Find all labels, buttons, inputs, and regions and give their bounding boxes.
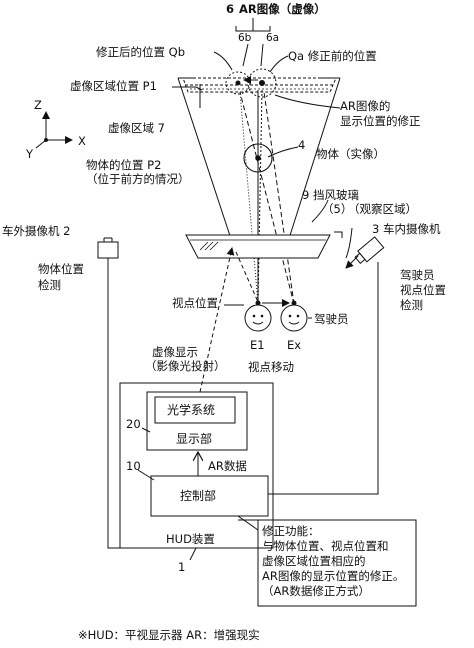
function-note-line1: 修正功能：: [262, 524, 320, 538]
leader-lines: [172, 51, 353, 259]
corrected-position-label: 修正后的位置 Qb: [96, 45, 186, 59]
sight-lines: [239, 89, 295, 305]
ar-image-qa-dot: [259, 80, 265, 86]
outer-camera-label: 车外摄像机 2: [2, 224, 71, 238]
inner-camera: [354, 236, 385, 265]
optical-system-box: [154, 396, 236, 424]
hud-number-label: 1: [178, 560, 186, 574]
controller-label: 控制部: [180, 489, 217, 503]
optical-system-label: 光学系统: [167, 403, 216, 417]
eye-e1-label: E1: [250, 338, 265, 352]
axis-x-label: X: [78, 134, 86, 148]
object-center-dot: [255, 155, 261, 161]
driver-detect-line2: 视点位置: [400, 283, 446, 297]
hud-number-leader: [189, 547, 197, 561]
label-6a: 6a: [266, 32, 280, 44]
ar-data-label: AR数据: [208, 459, 247, 473]
driver-label: 驾驶员: [314, 312, 349, 326]
viewpoint-position-label: 视点位置: [172, 296, 218, 310]
object-number-label: 4: [298, 138, 306, 152]
object-detect-line1: 物体位置: [38, 262, 84, 276]
object-detect-line2: 检测: [38, 278, 61, 292]
display-unit-box: [146, 391, 248, 451]
virtual-display-line2: （影像光投射）: [145, 359, 226, 373]
hud-device-label: HUD装置: [166, 532, 215, 546]
driver-detect-line3: 检测: [400, 298, 423, 312]
eye-ex: [280, 300, 308, 332]
controller-number-leader: [137, 469, 155, 481]
function-note-line4: AR图像的显示位置的修正。: [262, 569, 405, 583]
inner-camera-label: 3 车内摄像机: [372, 222, 441, 236]
inner-camera-arrow: [345, 255, 359, 269]
axis-z-label: Z: [34, 98, 42, 112]
hud-device-box: [119, 382, 274, 549]
label-6b: 6b: [238, 32, 252, 44]
object-real-circle: [243, 143, 273, 173]
footnote: ※HUD：平视显示器 AR：增强现实: [78, 628, 260, 642]
windshield-label-line2: （观察区域）: [348, 202, 417, 216]
object-real-label: 物体（实像）: [316, 147, 385, 161]
title-number: 6: [226, 2, 235, 16]
axes-origin: [44, 138, 48, 142]
coordinate-axes: [35, 111, 73, 149]
correction-note-line2: 显示位置的修正: [340, 114, 421, 128]
ar-image-qb-dot: [235, 80, 241, 86]
display-unit-label: 显示部: [176, 432, 213, 446]
windshield-label-line1: 9 挡风玻璃: [302, 188, 359, 202]
display-number-label: 20: [126, 417, 141, 431]
before-correction-label: Qa 修正前的位置: [288, 49, 377, 63]
display-number-leader: [141, 427, 151, 433]
driver-detect-line1: 驾驶员: [400, 268, 435, 282]
virtual-area-label: 虚像区域 7: [108, 121, 165, 135]
title-text: AR图像（虚像）: [239, 2, 326, 16]
windshield: [185, 234, 331, 259]
function-note-line3: 虚像区域位置相应的: [262, 554, 366, 568]
reflection-line: [235, 251, 259, 303]
inner-camera-line: [268, 262, 379, 495]
controller-box: [150, 475, 269, 517]
outer-camera: [97, 237, 119, 259]
function-note-box: [238, 519, 417, 607]
title-bracket: [235, 18, 271, 67]
view-frustum: [177, 77, 341, 249]
virtual-display-line1: 虚像显示: [152, 345, 198, 359]
function-note-line5: （AR数据修正方式）: [262, 584, 370, 598]
virtual-area-position-label: 虚像区域位置 P1: [70, 79, 157, 93]
virtual-image-area: [182, 77, 337, 93]
object-position-line1: 物体的位置 P2: [86, 158, 162, 172]
axis-y-label: Y: [26, 147, 34, 161]
function-note-line2: 与物体位置、视点位置和: [262, 539, 389, 553]
ar-image-qa-marker: [247, 68, 277, 98]
projection-arrow: [199, 247, 235, 393]
object-position-line2: （位于前方的情况）: [86, 172, 190, 186]
controller-number-label: 10: [126, 459, 141, 473]
viewpoint-move-label: 视点移动: [248, 360, 294, 374]
eye-ex-label: Ex: [287, 338, 302, 352]
windshield-number: （5）: [322, 202, 353, 216]
eye-e1: [244, 300, 272, 332]
correction-note-line1: AR图像的: [340, 99, 391, 113]
function-note-leader: [237, 515, 259, 531]
